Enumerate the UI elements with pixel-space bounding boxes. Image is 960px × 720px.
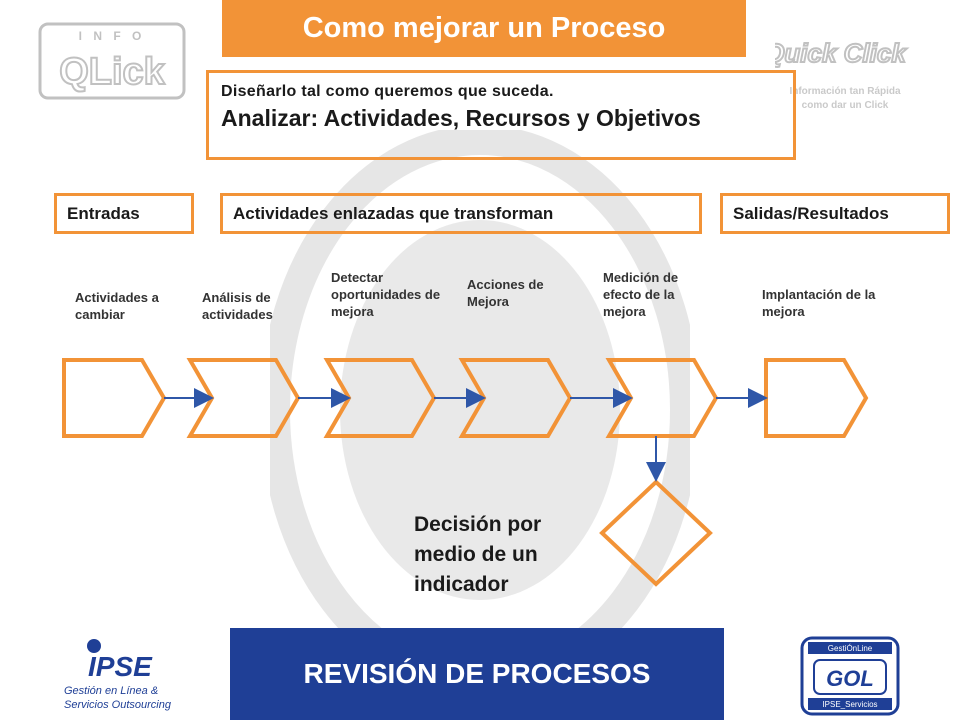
infoclick-logo: I N F O QLick — [38, 22, 186, 100]
ipse-tagline-2: Servicios Outsourcing — [64, 699, 172, 711]
quickclick-logo-text: Quick Click — [775, 38, 907, 68]
infoclick-logo-text: QLick — [59, 51, 165, 93]
step-label-4: Acciones de Mejora — [467, 277, 544, 309]
subtitle-line-1: Diseñarlo tal como queremos que suceda. — [221, 83, 554, 100]
header-outputs: Salidas/Resultados — [720, 193, 950, 234]
infoclick-logo-top: I N F O — [79, 29, 146, 43]
page-title: Como mejorar un Proceso — [222, 0, 746, 57]
quickclick-tagline-2: como dar un Click — [802, 100, 889, 111]
footer-banner: REVISIÓN DE PROCESOS — [230, 628, 724, 720]
step-shape-1 — [62, 358, 167, 438]
step-shape-6 — [764, 358, 869, 438]
gol-logo-bottom: IPSE_Servicios — [822, 700, 877, 709]
ipse-logo: IPSE Gestión en Línea & Servicios Outsou… — [64, 639, 172, 711]
gol-logo-top: GestiÓnLine — [828, 644, 873, 653]
gol-logo: GestiÓnLine GOL IPSE_Servicios — [800, 636, 900, 716]
header-inputs: Entradas — [54, 193, 194, 234]
gol-logo-text: GOL — [826, 666, 874, 691]
quickclick-logo: Quick Click Información tan Rápida como … — [775, 37, 908, 111]
subtitle-line-2: Analizar: Actividades, Recursos y Objeti… — [221, 105, 701, 131]
quickclick-tagline-1: Información tan Rápida — [789, 86, 901, 97]
step-label-1: Actividades a cambiar — [75, 290, 159, 322]
subtitle-box: Diseñarlo tal como queremos que suceda. … — [206, 70, 796, 160]
step-label-6: Implantación de la mejora — [762, 287, 876, 319]
decision-label: Decisión por medio de un indicador — [414, 513, 542, 596]
step-label-5: Medición de efecto de la mejora — [603, 270, 679, 319]
header-activities: Actividades enlazadas que transforman — [220, 193, 702, 234]
ipse-tagline-1: Gestión en Línea & — [64, 685, 158, 697]
decision-diamond — [599, 479, 713, 587]
step-label-2: Análisis de actividades — [202, 290, 273, 322]
ipse-logo-text: IPSE — [88, 651, 153, 682]
step-label-3: Detectar oportunidades de mejora — [331, 270, 441, 319]
